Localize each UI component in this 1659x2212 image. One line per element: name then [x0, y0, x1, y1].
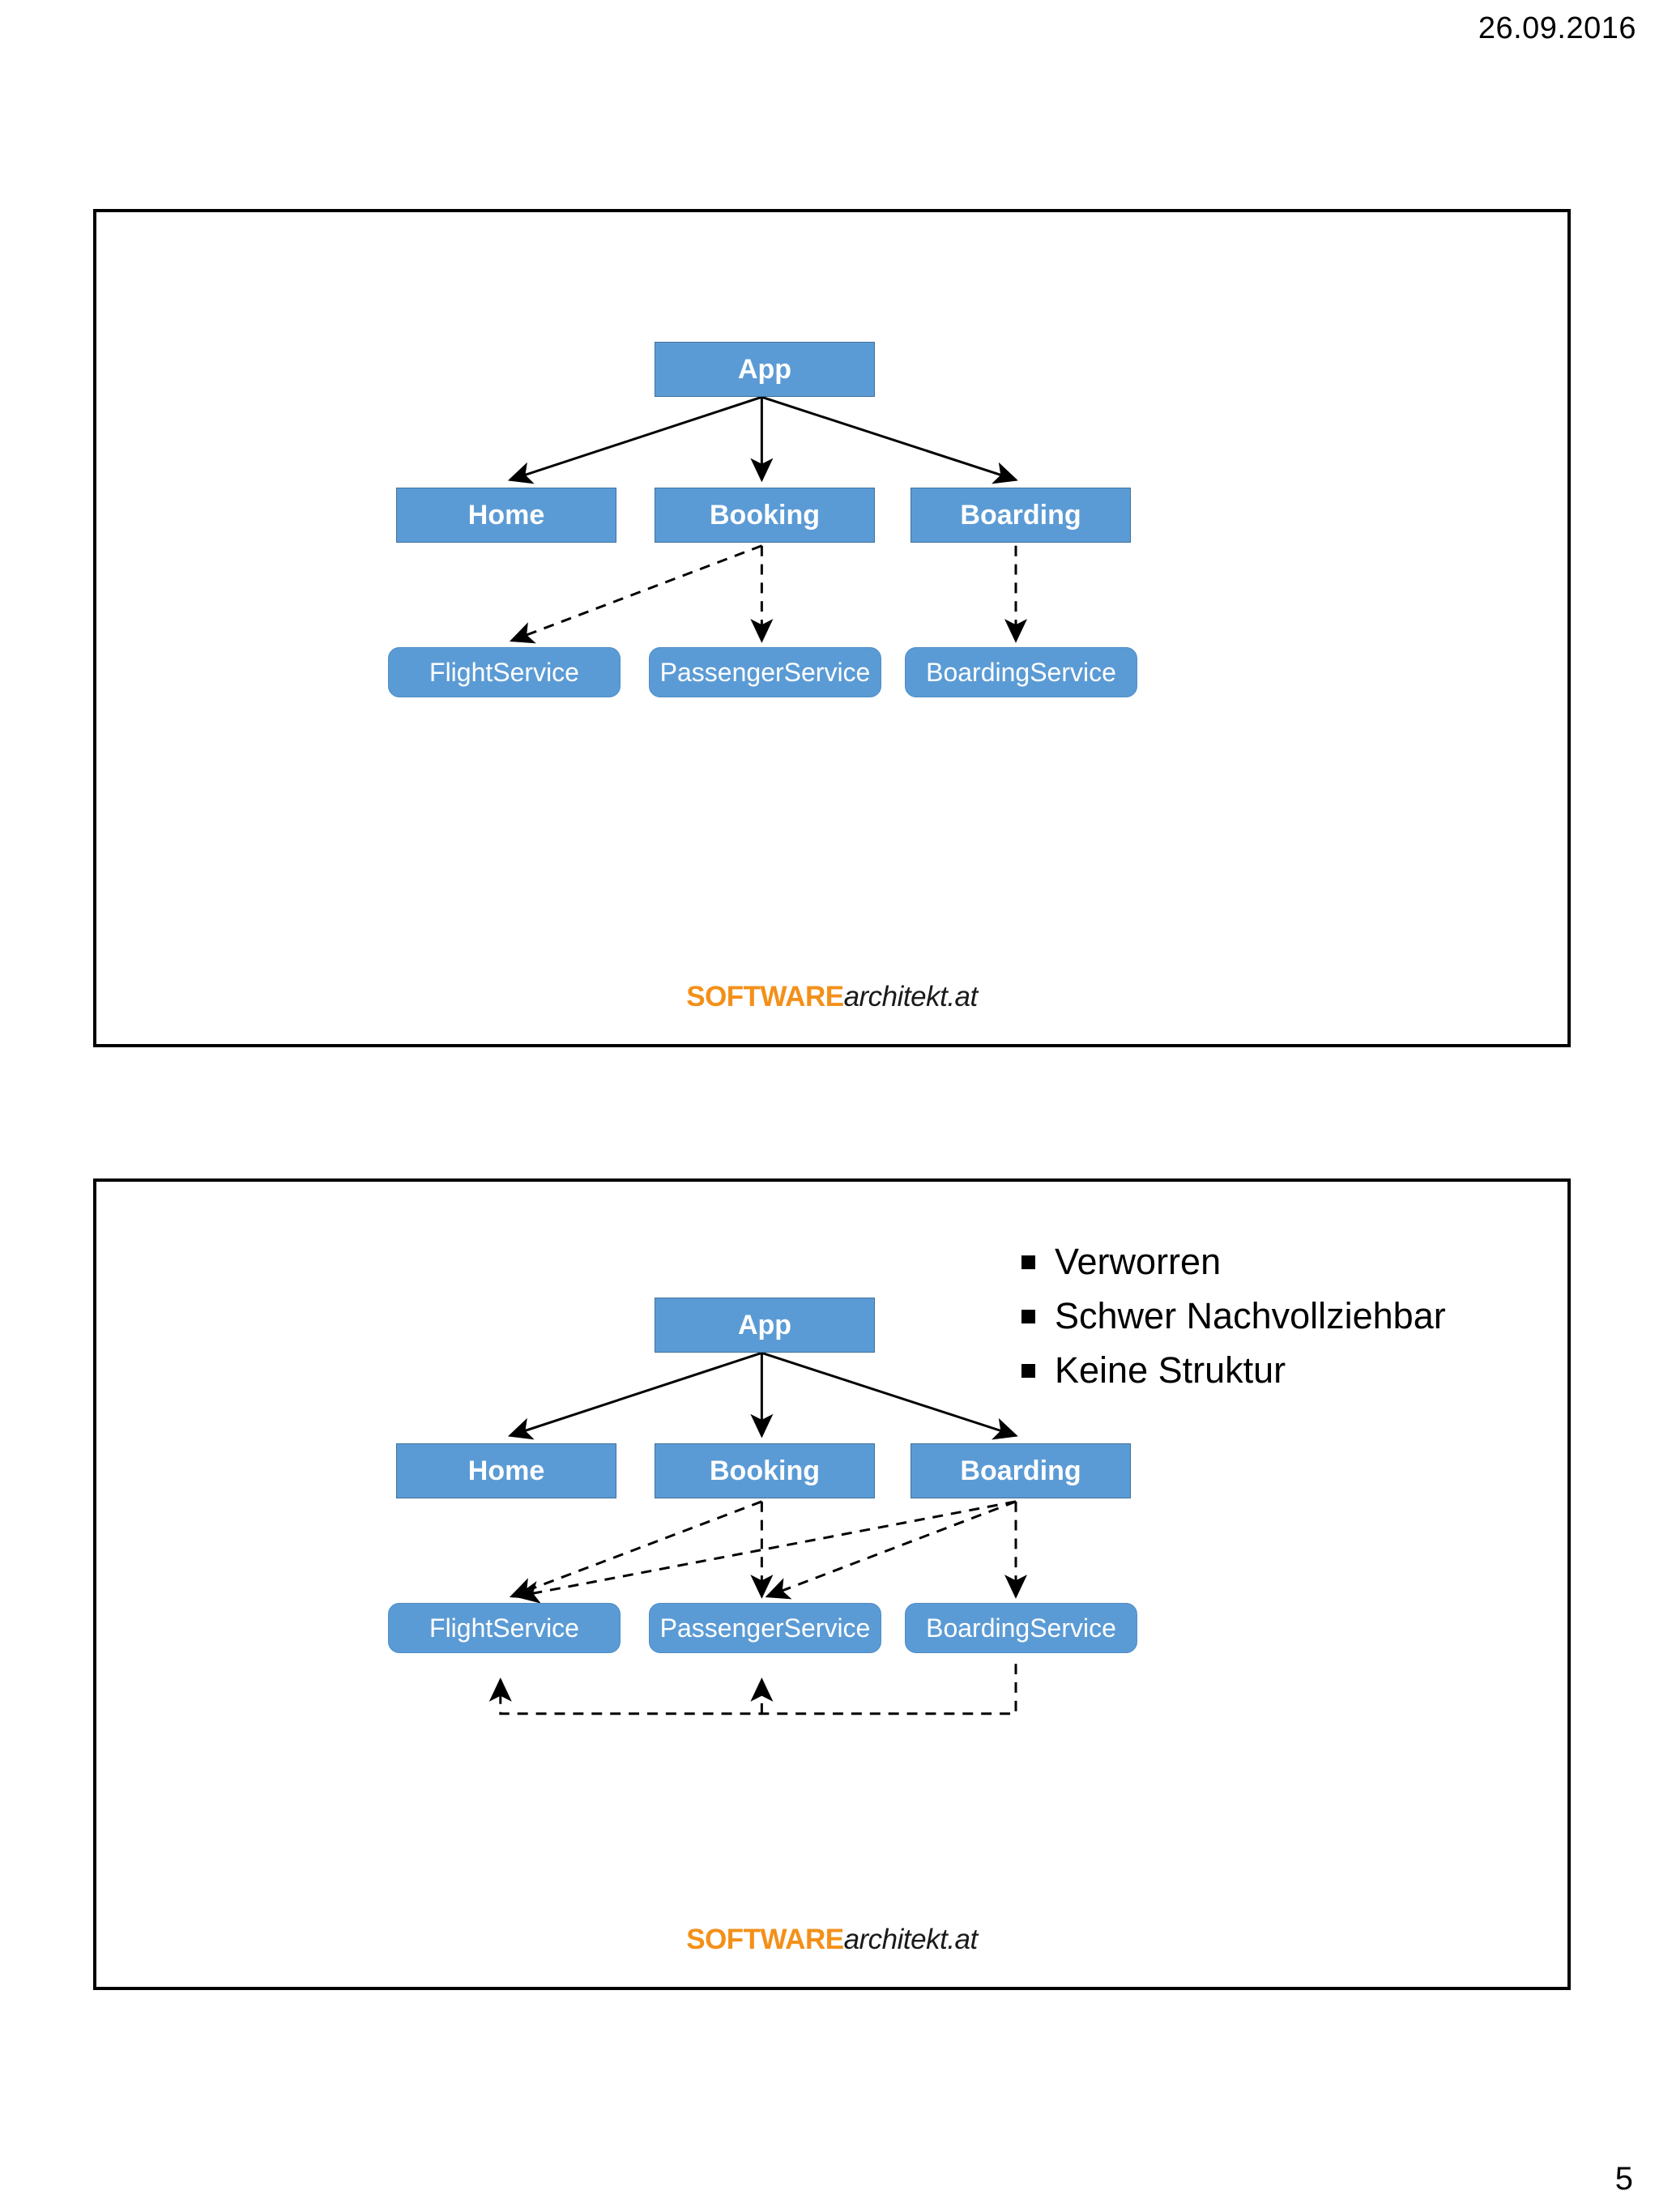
slide-1-edges: [507, 395, 1028, 644]
edge-group-boarding-to-services: [514, 1500, 1028, 1604]
logo-mark: SOFTWARE: [686, 1924, 844, 1955]
node-home[interactable]: Home: [396, 1443, 616, 1498]
node-booking[interactable]: Booking: [655, 488, 875, 543]
node-boarding[interactable]: Boarding: [911, 488, 1131, 543]
logo-mark: SOFTWARE: [686, 981, 844, 1012]
edge-group-app-to-modules: [507, 1351, 1018, 1440]
bullet-label: Schwer Nachvollziehbar: [1055, 1295, 1446, 1337]
slide-2: App Home Booking Boarding FlightService …: [93, 1178, 1571, 1990]
list-item: Verworren: [1021, 1240, 1540, 1283]
slide-1-canvas: App Home Booking Boarding FlightService …: [96, 212, 1567, 1044]
edge-group-app-to-modules: [507, 395, 1018, 484]
list-item: Schwer Nachvollziehbar: [1021, 1294, 1540, 1337]
square-bullet-icon: [1021, 1310, 1035, 1324]
node-passenger-service[interactable]: PassengerService: [649, 1603, 881, 1653]
bullet-label: Verworren: [1055, 1241, 1222, 1282]
page-number: 5: [1614, 2161, 1633, 2197]
node-flight-service[interactable]: FlightService: [388, 1603, 621, 1653]
slide-1: App Home Booking Boarding FlightService …: [93, 209, 1571, 1047]
page-date: 26.09.2016: [1478, 11, 1636, 45]
logo-suffix: architekt.at: [843, 981, 979, 1012]
edge-group-booking-to-services: [509, 1500, 774, 1600]
node-passenger-service[interactable]: PassengerService: [649, 647, 881, 697]
logo-suffix: architekt.at: [843, 1924, 979, 1955]
slide-2-bullet-list: Verworren Schwer Nachvollziehbar Keine S…: [1021, 1240, 1540, 1403]
slide-2-canvas: App Home Booking Boarding FlightService …: [96, 1182, 1567, 1987]
slide-2-logo: SOFTWAREarchitekt.at: [96, 1924, 1567, 1956]
node-app[interactable]: App: [655, 1298, 875, 1353]
node-booking[interactable]: Booking: [655, 1443, 875, 1498]
node-app[interactable]: App: [655, 342, 875, 397]
edge-group-modules-to-services: [509, 544, 1028, 644]
node-boarding-service[interactable]: BoardingService: [905, 647, 1137, 697]
slide-1-logo: SOFTWAREarchitekt.at: [96, 981, 1567, 1013]
edge-group-service-feedback-loop: [488, 1664, 1017, 1715]
node-boarding-service[interactable]: BoardingService: [905, 1603, 1137, 1653]
square-bullet-icon: [1021, 1255, 1035, 1269]
node-flight-service[interactable]: FlightService: [388, 647, 621, 697]
square-bullet-icon: [1021, 1364, 1035, 1379]
bullet-label: Keine Struktur: [1055, 1349, 1286, 1392]
node-home[interactable]: Home: [396, 488, 616, 543]
list-item: Keine Struktur: [1021, 1349, 1540, 1392]
node-boarding[interactable]: Boarding: [911, 1443, 1131, 1498]
